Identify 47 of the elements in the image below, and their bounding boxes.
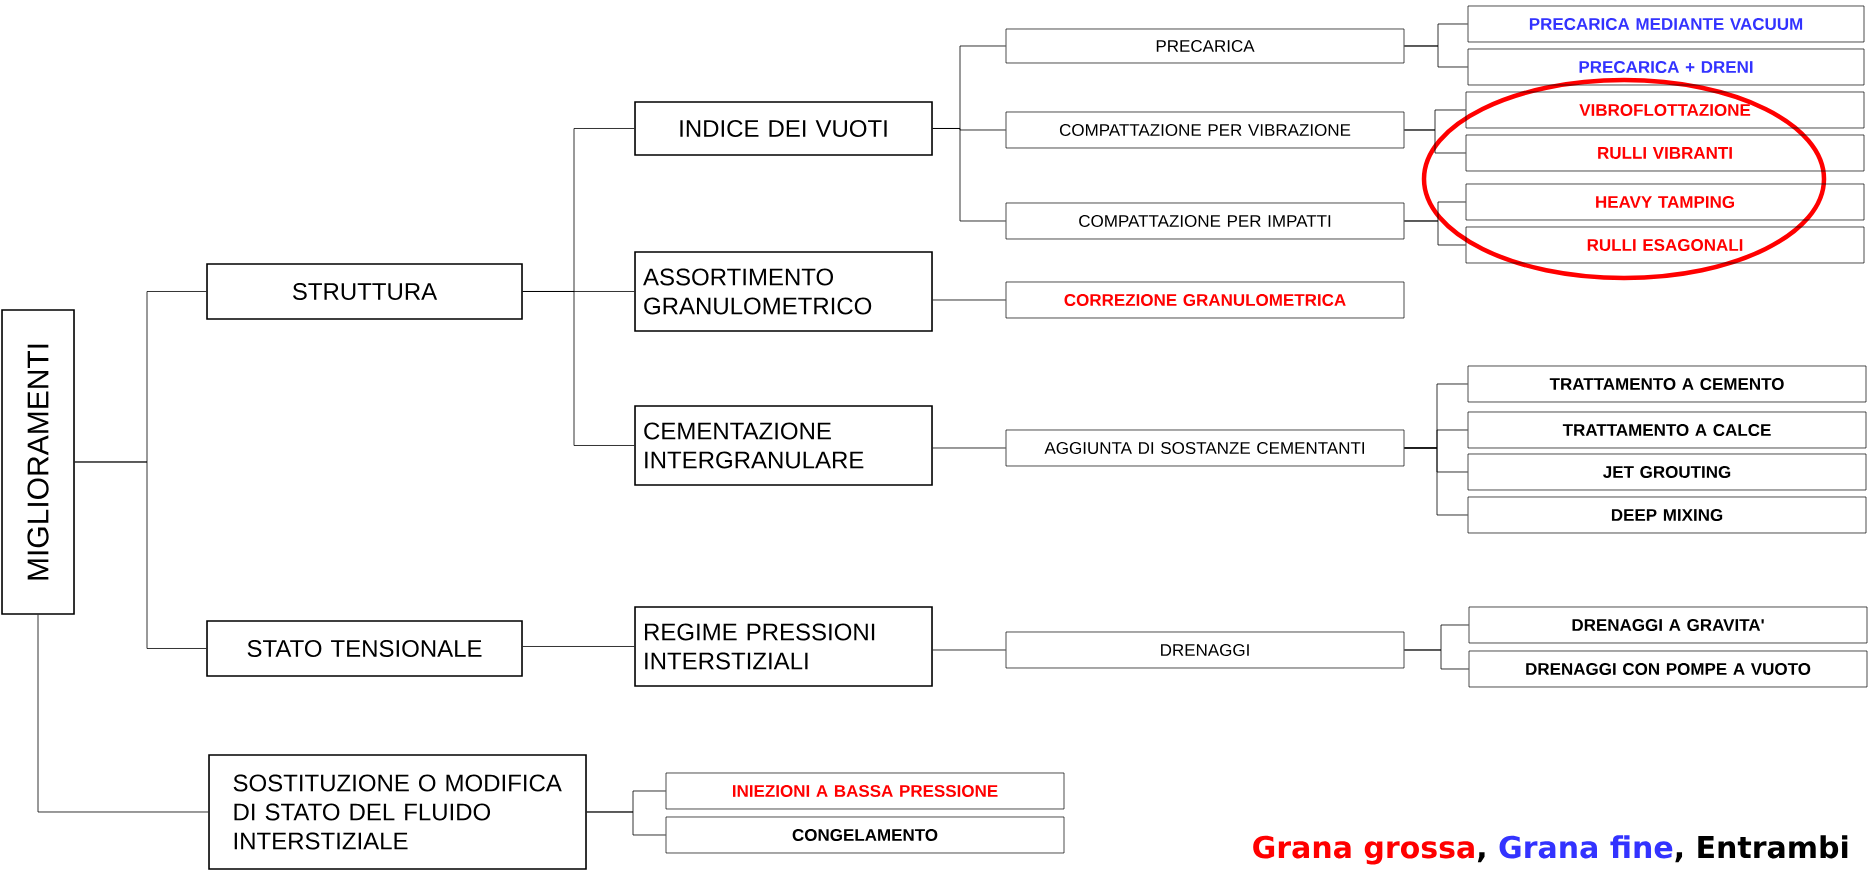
method-box: DRENAGGI — [1005, 631, 1405, 669]
method-box: PRECARICA — [1005, 28, 1405, 64]
method-box: AGGIUNTA DI SOSTANZE CEMENTANTI — [1005, 429, 1405, 467]
technique-box: VIBROFLOTTAZIONE — [1465, 91, 1865, 129]
technique-box: CONGELAMENTO — [665, 816, 1065, 854]
technique-box: CORREZIONE GRANULOMETRICA — [1005, 281, 1405, 319]
subcategory-box: INDICE DEI VUOTI — [634, 101, 933, 156]
connector-line — [932, 649, 1007, 651]
connector-line — [932, 128, 1007, 222]
connector-line — [74, 461, 207, 649]
technique-box: TRATTAMENTO A CEMENTO — [1467, 365, 1867, 403]
method-box: COMPATTAZIONE PER IMPATTI — [1005, 202, 1405, 240]
connector-line — [1403, 45, 1469, 68]
legend-separator: , — [1477, 852, 1485, 863]
technique-box: INIEZIONI A BASSA PRESSIONE — [665, 772, 1065, 810]
connector-line — [932, 447, 1007, 449]
connector-line — [1403, 220, 1467, 246]
category-box: SOSTITUZIONE O MODIFICA DI STATO DEL FLUIDO INTERSTIZIALE — [208, 754, 587, 870]
connector-line — [522, 646, 635, 647]
connector-line — [1403, 129, 1467, 154]
connector-line — [1403, 649, 1470, 670]
technique-box: DEEP MIXING — [1467, 496, 1867, 534]
connector-line — [1403, 447, 1469, 516]
technique-box: DRENAGGI CON POMPE A VUOTO — [1468, 650, 1868, 688]
legend-entry: Grana fine — [1499, 835, 1673, 859]
legend-separator: , — [1675, 852, 1683, 863]
subcategory-box: ASSORTIMENTO GRANULOMETRICO — [634, 251, 933, 332]
technique-box: JET GROUTING — [1467, 453, 1867, 491]
technique-box: RULLI VIBRANTI — [1465, 134, 1865, 172]
technique-box: DRENAGGI A GRAVITA' — [1468, 606, 1868, 644]
technique-box: TRATTAMENTO A CALCE — [1467, 411, 1867, 449]
technique-box: RULLI ESAGONALI — [1465, 226, 1865, 264]
legend-entry: Grana grossa — [1253, 835, 1474, 865]
root-box: MIGLIORAMENTI — [1, 309, 75, 615]
connector-line — [586, 811, 667, 836]
method-box: COMPATTAZIONE PER VIBRAZIONE — [1005, 111, 1405, 149]
connector-line — [932, 299, 1007, 301]
subcategory-box: CEMENTAZIONE INTERGRANULARE — [634, 405, 933, 486]
technique-box: PRECARICA + DRENI — [1467, 48, 1865, 86]
technique-box: HEAVY TAMPING — [1465, 183, 1865, 221]
connector-line — [522, 291, 635, 446]
connector-line — [37, 614, 209, 813]
subcategory-box: REGIME PRESSIONI INTERSTIZIALI — [634, 606, 933, 687]
legend-entry: Entrambi — [1698, 835, 1848, 859]
technique-box: PRECARICA MEDIANTE VACUUM — [1467, 5, 1865, 43]
category-box: STRUTTURA — [206, 263, 523, 320]
category-box: STATO TENSIONALE — [206, 620, 523, 677]
